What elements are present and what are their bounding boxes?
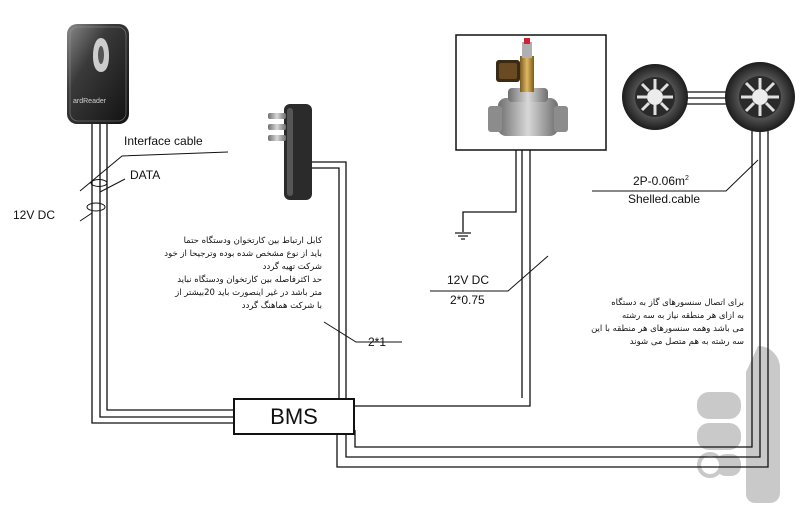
- watermark-logo: [697, 346, 780, 503]
- shelled-cable-label: Shelled.cable: [628, 192, 701, 206]
- cable-2x075-label: 2*0.75: [450, 293, 485, 307]
- power-label-left: 12V DC: [13, 208, 56, 222]
- gas-sensor-right: [725, 62, 795, 132]
- card-reader: [67, 24, 129, 124]
- terminal-plug: [268, 104, 312, 200]
- cable-2x1-label: 2*1: [368, 335, 387, 349]
- sensor-cable: [336, 91, 769, 468]
- data-label: DATA: [130, 168, 161, 182]
- shelled-cable-leader: [592, 159, 759, 192]
- cable-2x075-leader: [430, 255, 549, 292]
- cable-2x1-leader: [323, 321, 402, 343]
- gas-valve: [455, 34, 607, 151]
- sensor-cable-superscript: 2: [685, 175, 689, 182]
- gas-sensor-left: [622, 64, 688, 130]
- panel-cable: [310, 161, 347, 398]
- valve-cable: [355, 150, 531, 407]
- power-label-right: 12V DC: [447, 273, 490, 287]
- reader-cable: [91, 120, 233, 424]
- ground-symbol: [455, 232, 471, 240]
- sensor-cable-size-label: 2P-0.06m2: [633, 174, 689, 188]
- reader-logo: ardReader: [73, 98, 107, 105]
- reader-cable-annotations: [79, 151, 229, 222]
- note-reader-cable: کابل ارتباط بین کارتخوان ودستگاه حتما با…: [164, 236, 322, 311]
- interface-cable-label: Interface cable: [124, 134, 203, 148]
- note-gas-sensor: برای اتصال سنسورهای گاز به دستگاه به ازا…: [591, 298, 744, 347]
- bms-controller: BMS: [233, 398, 355, 435]
- bms-label: BMS: [270, 403, 318, 429]
